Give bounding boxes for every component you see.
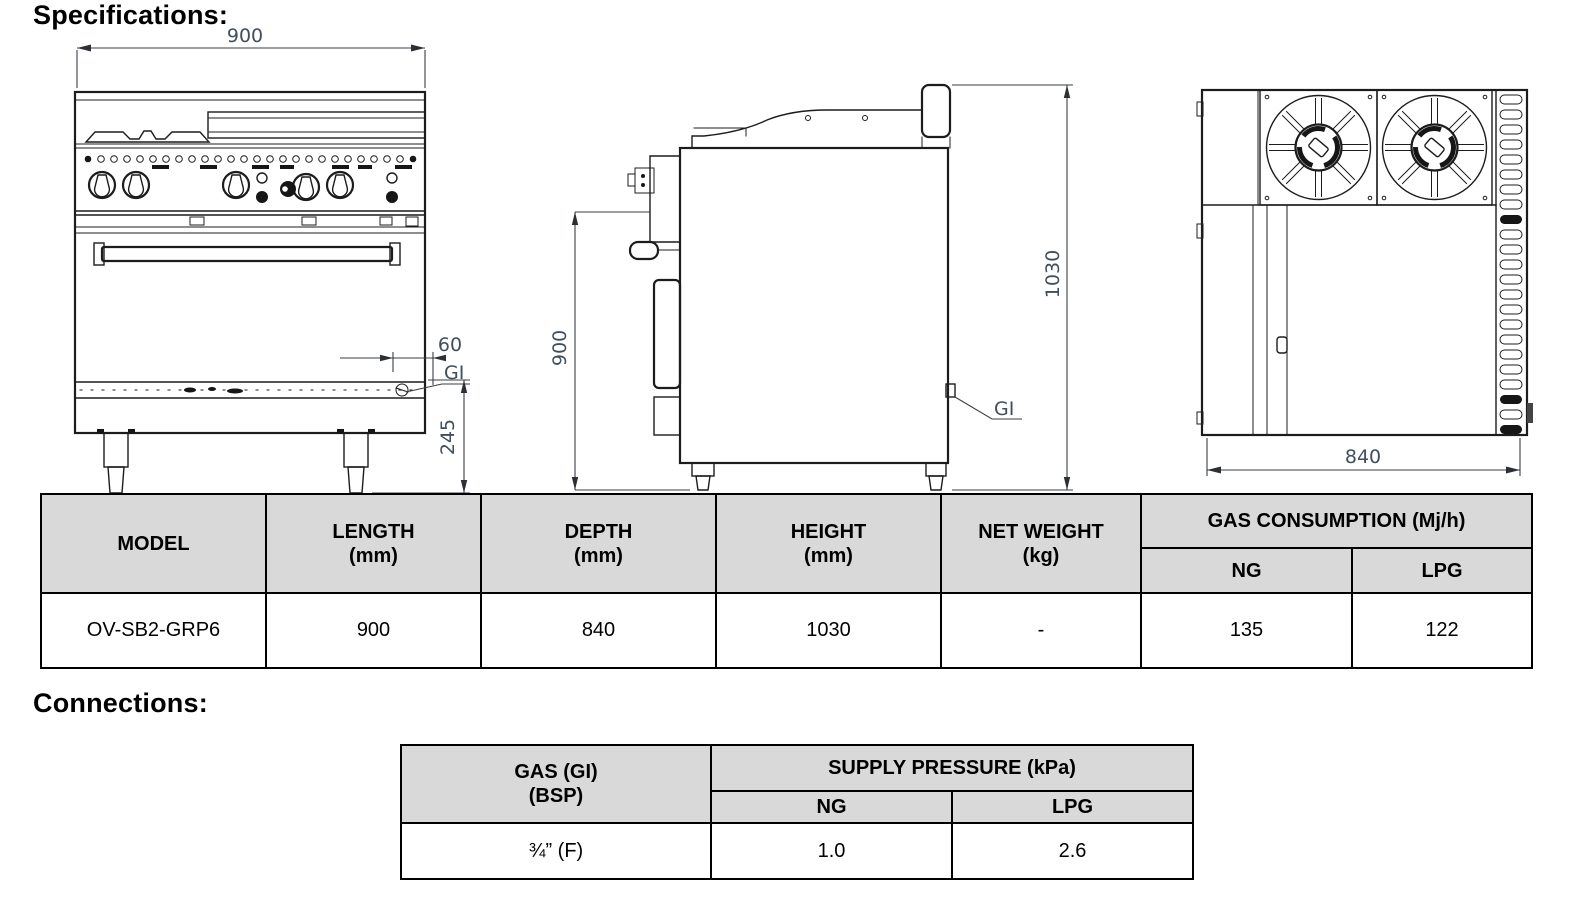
col-header-depth: DEPTH (mm)	[480, 493, 717, 594]
front-view-drawing: 900	[73, 28, 470, 494]
piezo-button	[386, 191, 398, 203]
col-header-model: MODEL	[40, 493, 267, 594]
burner-module-right	[1376, 89, 1493, 206]
splashback	[920, 83, 952, 139]
dimension-height-1030: 1030	[952, 84, 1073, 491]
side-body	[627, 83, 952, 465]
col-header-net-weight: NET WEIGHT (kg)	[940, 493, 1142, 594]
kick-panel	[74, 381, 426, 399]
specifications-table: MODEL LENGTH (mm) DEPTH (mm) HEIGHT (mm)…	[40, 493, 1534, 669]
col-header-height: HEIGHT (mm)	[715, 493, 942, 594]
legs	[691, 462, 947, 491]
burner-module-left	[1259, 89, 1378, 206]
col-header-gas-gi: GAS (GI) (BSP)	[400, 744, 712, 824]
oven-knob	[325, 170, 355, 200]
legs	[97, 429, 375, 494]
control-panel-profile	[649, 155, 681, 243]
griddle-knob	[221, 170, 251, 200]
connections-table: GAS (GI) (BSP) SUPPLY PRESSURE (kPa) NG …	[400, 744, 1194, 880]
front-gi-label: GI	[444, 362, 464, 384]
cell-ng-pressure: 1.0	[710, 822, 953, 880]
cell-ng: 135	[1140, 592, 1353, 669]
col-header-lpg: LPG	[951, 790, 1194, 824]
front-body	[73, 90, 427, 435]
side-view-drawing: 900 1030	[549, 83, 1073, 491]
cell-depth: 840	[480, 592, 717, 669]
cell-lpg-pressure: 2.6	[951, 822, 1194, 880]
dimension-depth-900: 900	[549, 211, 690, 491]
connections-table-row: ¾” (F) 1.0 2.6	[400, 822, 1194, 880]
cell-gas-size: ¾” (F)	[400, 822, 712, 880]
cell-lpg: 122	[1350, 592, 1534, 669]
col-header-gas-consumption: GAS CONSUMPTION (Mj/h)	[1139, 493, 1534, 549]
dimension-inset-60: 60	[340, 334, 462, 385]
cell-model: OV-SB2-GRP6	[40, 592, 267, 669]
dimension-width-900: 900	[76, 28, 426, 88]
side-gi-label: GI	[994, 398, 1014, 420]
vent-strip	[1495, 89, 1523, 436]
thermostat-box	[634, 167, 655, 194]
side-depth-label: 900	[549, 330, 571, 366]
cell-height: 1030	[715, 592, 942, 669]
dimension-base-245: 245	[372, 379, 470, 494]
rear-width-label: 840	[1345, 446, 1381, 468]
gas-inlet-callout: GI	[405, 362, 470, 393]
lower-panel-profile	[653, 396, 681, 436]
front-inset-label: 60	[438, 334, 462, 356]
oven-door	[93, 242, 401, 266]
clipped-caption-text: Non swivel rear casters – Set of two	[648, 0, 1148, 7]
specifications-heading: Specifications:	[33, 0, 229, 30]
gas-inlet-fitting	[945, 383, 956, 398]
cell-net-weight: -	[940, 592, 1142, 669]
oven-door-handle	[100, 245, 394, 263]
dimension-width-840: 840	[1206, 438, 1521, 476]
gas-inlet-fitting	[395, 383, 409, 397]
door-handle-profile	[628, 240, 660, 261]
control-panel	[74, 165, 426, 216]
burner-knob	[87, 170, 117, 200]
col-header-ng: NG	[710, 790, 953, 824]
col-header-supply-pressure: SUPPLY PRESSURE (kPa)	[710, 744, 1194, 792]
spec-table-row: OV-SB2-GRP6 900 840 1030 - 135 122	[40, 592, 1534, 669]
col-header-length: LENGTH (mm)	[265, 493, 482, 594]
open-burner	[1381, 94, 1488, 201]
front-base-label: 245	[437, 419, 459, 455]
side-height-label: 1030	[1042, 250, 1064, 298]
oven-door-profile	[652, 278, 682, 390]
col-header-ng: NG	[1140, 547, 1353, 594]
connections-heading: Connections:	[33, 688, 208, 718]
oven-knob	[291, 172, 321, 202]
piezo-button	[256, 191, 268, 203]
gas-inlet-callout: GI	[945, 383, 1022, 420]
front-width-label: 900	[227, 28, 263, 47]
vent-hole-row	[84, 155, 417, 163]
clipped-caption: Non swivel rear casters – Set of two	[648, 0, 1148, 8]
burner-knob	[121, 170, 151, 200]
open-burner	[1265, 94, 1372, 201]
cell-length: 900	[265, 592, 482, 669]
door-handle-top	[1276, 336, 1288, 354]
thermostat-dial	[280, 181, 296, 197]
trim-band	[74, 216, 426, 234]
col-header-lpg: LPG	[1350, 547, 1534, 594]
rear-view-drawing: 840	[1196, 88, 1533, 476]
